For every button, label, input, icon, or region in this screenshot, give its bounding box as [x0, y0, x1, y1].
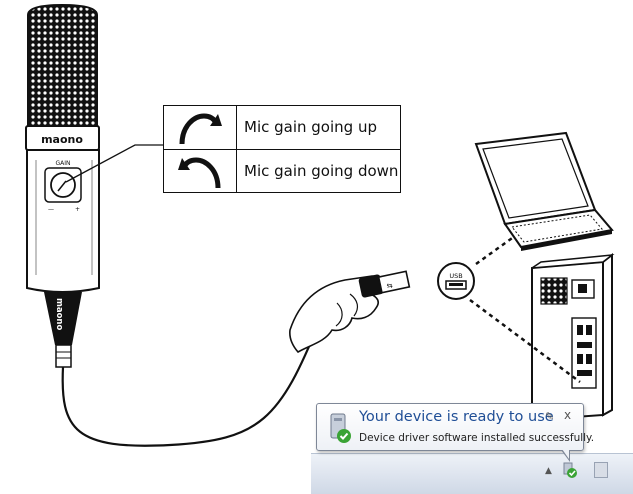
gain-legend-table: Mic gain going up Mic gain going down: [163, 105, 401, 193]
laptop-dashed-line: [475, 234, 516, 266]
usb-badge-label: USB: [449, 272, 462, 280]
action-center-icon[interactable]: [594, 462, 608, 478]
hand-with-usb-plug: ⇆: [289, 270, 411, 354]
laptop: [474, 131, 614, 251]
counterclockwise-arrow-icon: [178, 157, 221, 189]
gain-legend-row-down: Mic gain going down: [164, 150, 400, 193]
notification-title: Your device is ready to use: [359, 409, 554, 425]
gain-knob[interactable]: GAIN — +: [44, 160, 82, 213]
close-icon[interactable]: x: [564, 408, 572, 422]
desktop-tower: [531, 252, 615, 422]
gain-knob-minus: —: [48, 206, 54, 213]
mic-brand-top: maono: [41, 133, 83, 146]
knob-leader-line: [65, 144, 165, 183]
gain-down-label: Mic gain going down: [244, 162, 399, 180]
gain-knob-plus: +: [75, 206, 80, 213]
svg-text:⇆: ⇆: [386, 281, 394, 290]
gain-legend-row-up: Mic gain going up: [164, 106, 400, 150]
usb-port-icon: USB: [437, 262, 475, 300]
tray-expand-icon[interactable]: ▲: [545, 466, 552, 476]
mic-brand-side: maono: [54, 298, 64, 330]
device-install-icon: [330, 413, 351, 443]
device-ready-tray-icon[interactable]: [562, 462, 578, 478]
device-ready-notification[interactable]: Your device is ready to use Device drive…: [316, 403, 594, 462]
microphone: maono GAIN — + maono: [25, 3, 100, 368]
notification-text: Device driver software installed success…: [359, 432, 595, 444]
taskbar: ▲: [311, 453, 633, 494]
gain-up-label: Mic gain going up: [244, 118, 377, 136]
tower-dashed-line: [469, 298, 581, 384]
pin-icon[interactable]: ✎: [545, 410, 555, 423]
gain-knob-label: GAIN: [55, 160, 70, 167]
clockwise-arrow-icon: [179, 113, 222, 145]
